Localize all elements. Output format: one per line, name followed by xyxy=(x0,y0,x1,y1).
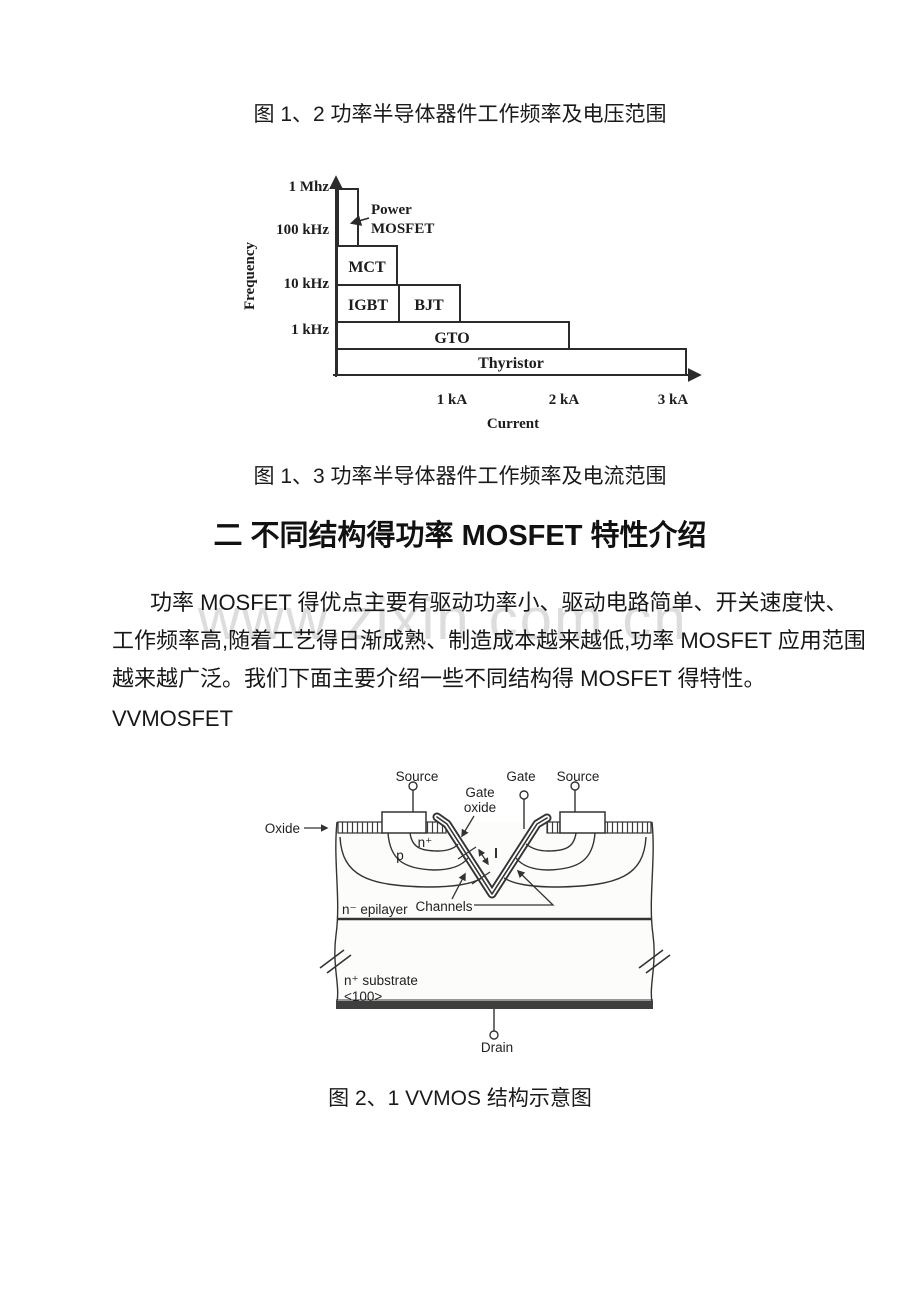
caption-fig-1-3: 图 1、3 功率半导体器件工作频率及电流范围 xyxy=(253,465,667,488)
drain-label: Drain xyxy=(481,1040,513,1055)
device-box-gto xyxy=(336,321,570,350)
channels-pointer-right xyxy=(474,869,555,906)
channels-label: Channels xyxy=(415,899,472,914)
oxide-label: Oxide xyxy=(265,821,300,836)
gate-oxide-label-line2: oxide xyxy=(464,800,496,815)
source-metal-left xyxy=(381,811,427,834)
break-mark-left xyxy=(319,949,345,969)
p-region-label: p xyxy=(396,848,404,863)
device-box-thyristor xyxy=(336,348,687,376)
y-tick-labels: 1 Mhz 100 kHz 10 kHz 1 kHz xyxy=(276,179,329,338)
channel-marks xyxy=(457,846,491,885)
subsection-label-vvmosfet: VVMOSFET xyxy=(112,706,234,731)
oxide-hatch-segment xyxy=(546,821,561,834)
v-groove-gate-layer xyxy=(436,816,548,895)
diffusion-boundaries xyxy=(339,832,647,888)
fig-1-3-chart: MCT IGBT BJT GTO Thyristor Power MOSFET … xyxy=(242,175,702,432)
annotation-line1: Power xyxy=(371,202,412,218)
n-plus-boundary-left xyxy=(409,832,459,852)
channel-length-dim xyxy=(478,848,489,866)
x-tick-2ka: 2 kA xyxy=(549,392,580,408)
device-label-mct: MCT xyxy=(348,259,386,276)
die-right-edge xyxy=(650,821,655,1003)
device-range-boxes xyxy=(336,188,687,376)
substrate-label: n⁺ substrate xyxy=(344,973,418,988)
gate-oxide-label-line1: Gate xyxy=(465,785,494,800)
x-tick-labels: 1 kA 2 kA 3 kA xyxy=(437,392,689,408)
current-axis-label: Current xyxy=(487,416,539,432)
device-box-mct xyxy=(336,245,398,286)
channels-pointer-left xyxy=(451,872,466,900)
y-tick-100khz: 100 kHz xyxy=(276,222,329,238)
gate-label: Gate xyxy=(506,769,535,784)
break-mark-right xyxy=(638,949,664,969)
oxide-hatch-segment xyxy=(337,821,384,834)
device-labels: MCT IGBT BJT GTO Thyristor xyxy=(348,259,544,372)
channel-tick xyxy=(457,846,477,860)
oxide-hatch-segment xyxy=(604,821,652,834)
watermark: www.zixin.com.cn xyxy=(198,587,688,652)
y-tick-1khz: 1 kHz xyxy=(291,322,329,338)
vvmos-structure-diagram: l Source Gate Source Gate oxide Oxide p xyxy=(265,769,671,1055)
paragraph-line: 越来越广泛。我们下面主要介绍一些不同结构得 MOSFET 得特性。 xyxy=(112,666,766,691)
p-well-boundary-right xyxy=(515,832,596,871)
caption-fig-2-1: 图 2、1 VVMOS 结构示意图 xyxy=(328,1087,592,1110)
n-plus-boundary-right xyxy=(525,832,577,852)
annotation-arrow xyxy=(349,215,370,226)
deep-well-boundary-right xyxy=(503,836,647,888)
power-mosfet-annotation: Power MOSFET xyxy=(349,202,434,237)
break-mark-left xyxy=(326,954,352,974)
deep-well-boundary-left xyxy=(339,836,483,888)
source-left-terminal xyxy=(408,781,418,791)
section-heading: 二 不同结构得功率 MOSFET 特性介绍 xyxy=(213,520,707,552)
gate-oxide-pointer-arrow xyxy=(461,815,475,838)
device-label-igbt: IGBT xyxy=(348,297,388,314)
frequency-axis-label: Frequency xyxy=(242,241,258,310)
caption-fig-1-2: 图 1、2 功率半导体器件工作频率及电压范围 xyxy=(253,103,667,126)
break-mark-right xyxy=(645,954,671,974)
drain-metal xyxy=(336,1001,653,1009)
die-body xyxy=(337,822,652,1002)
orientation-label: <100> xyxy=(344,989,382,1004)
y-tick-1mhz: 1 Mhz xyxy=(289,179,330,195)
source-right-terminal xyxy=(570,781,580,791)
annotation-line2: MOSFET xyxy=(371,221,434,237)
drain-terminal xyxy=(489,1030,499,1040)
device-box-power-mosfet xyxy=(337,188,359,247)
x-tick-1ka: 1 kA xyxy=(437,392,468,408)
device-label-gto: GTO xyxy=(434,330,469,347)
x-tick-3ka: 3 kA xyxy=(658,392,689,408)
v-groove xyxy=(432,812,552,899)
device-label-bjt: BJT xyxy=(414,297,444,314)
channel-length-label: l xyxy=(494,846,498,861)
die-left-edge xyxy=(334,821,339,1003)
paragraph-line: 工作频率高,随着工艺得日渐成熟、制造成本越来越低,功率 MOSFET 应用范围 xyxy=(112,628,866,653)
epilayer-label: n⁻ epilayer xyxy=(342,902,408,917)
source-left-label: Source xyxy=(396,769,439,784)
y-tick-10khz: 10 kHz xyxy=(284,276,330,292)
source-right-label: Source xyxy=(557,769,600,784)
terminals xyxy=(408,781,580,829)
pointer-arrows xyxy=(304,815,555,906)
device-label-thyristor: Thyristor xyxy=(478,355,544,372)
break-marks xyxy=(319,949,671,974)
device-box-bjt xyxy=(398,284,461,323)
paragraph-line: 功率 MOSFET 得优点主要有驱动功率小、驱动电路简单、开关速度快、 xyxy=(150,590,848,615)
n-plus-label: n⁺ xyxy=(418,835,433,850)
gate-terminal xyxy=(519,790,529,800)
p-well-boundary-left xyxy=(387,832,469,871)
channel-tick xyxy=(471,871,491,885)
source-metal-right xyxy=(559,811,606,834)
